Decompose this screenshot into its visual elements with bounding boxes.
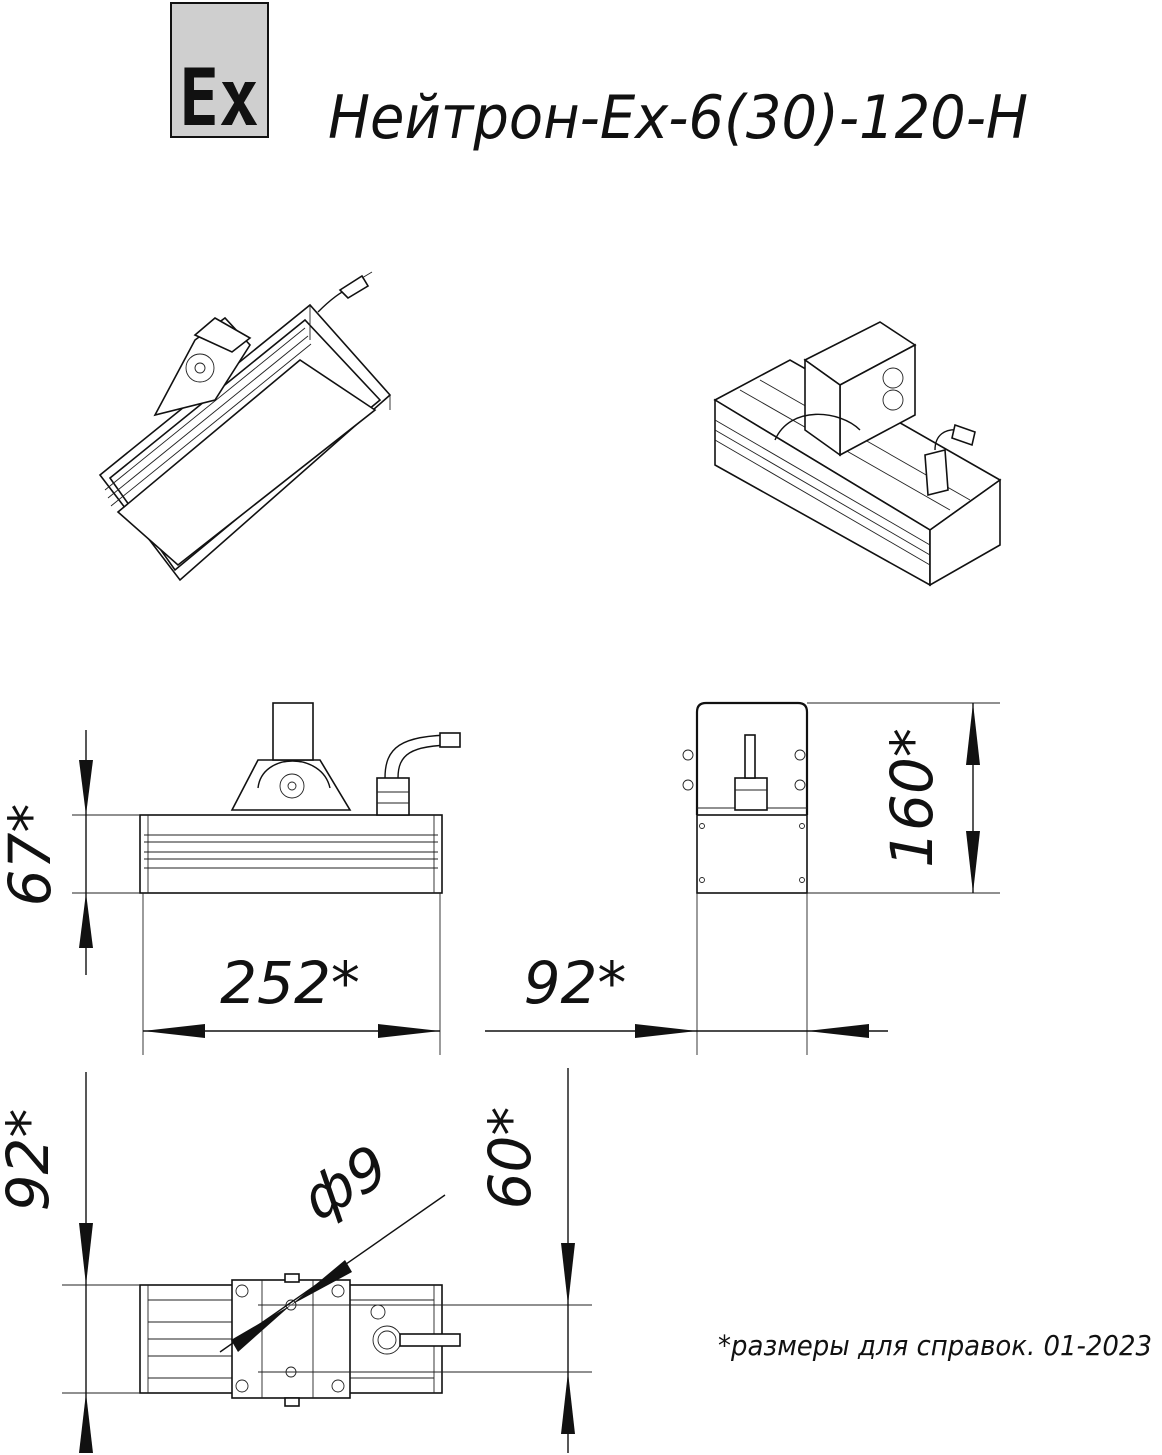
dim-width-side-label: 92*	[524, 949, 627, 1017]
isometric-view-rear	[713, 321, 1002, 587]
dim-hole-diameter-label: ф9	[291, 1132, 400, 1234]
dim-height-front-label: 67*	[0, 804, 64, 907]
dim-height-side: 160*	[807, 702, 1000, 894]
isometric-view-front	[98, 271, 392, 582]
dim-mount-spacing: 60*	[258, 1068, 592, 1453]
dim-length-label: 252*	[220, 949, 360, 1017]
ex-logo: Ex	[170, 2, 269, 144]
dim-length: 252*	[142, 893, 441, 1055]
dim-width-bottom-label: 92*	[0, 1109, 62, 1212]
product-title: Нейтрон-Ex-6(30)-120-Н	[328, 83, 1028, 153]
dim-width-side: 92*	[485, 893, 888, 1055]
side-view	[682, 701, 809, 894]
dim-height-front: 67*	[0, 730, 140, 975]
dim-mount-spacing-label: 60*	[476, 1107, 544, 1210]
ex-logo-text: Ex	[179, 54, 259, 144]
dim-height-side-label: 160*	[878, 728, 946, 868]
footnote: *размеры для справок. 01-2023	[718, 1329, 1152, 1362]
front-view	[139, 702, 461, 894]
plan-view	[139, 1273, 461, 1407]
dim-width-bottom: 92*	[0, 1072, 140, 1453]
